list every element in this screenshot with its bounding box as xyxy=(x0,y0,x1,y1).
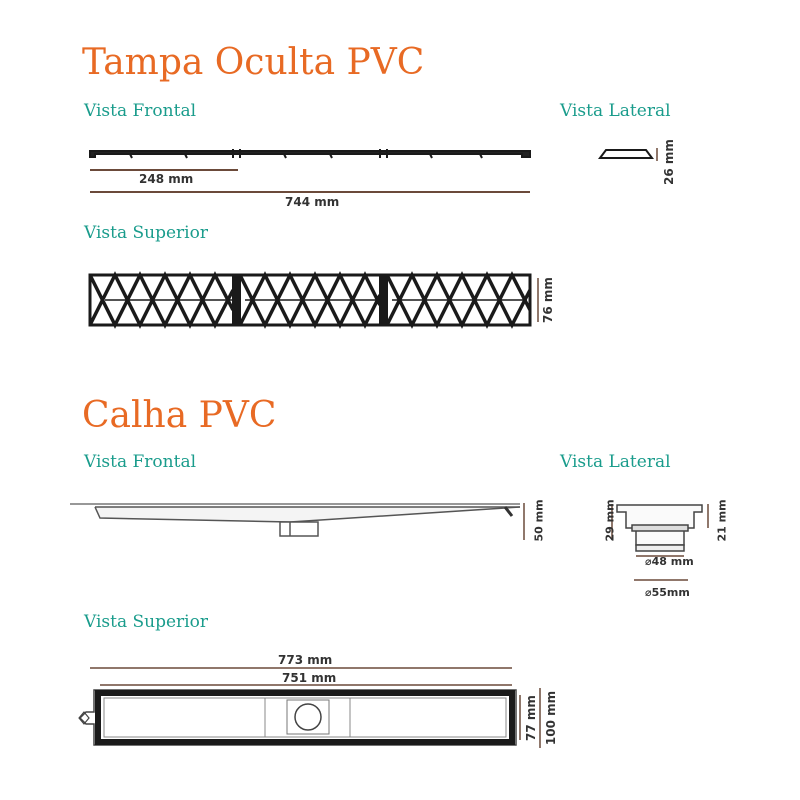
cover-side-drawing xyxy=(598,149,654,159)
channel-dim-outer-length: 773 mm xyxy=(278,653,333,667)
channel-top-dimensions-vertical xyxy=(519,688,541,748)
channel-top-drawing xyxy=(78,689,517,746)
channel-top-view-label: Vista Superior xyxy=(84,612,208,632)
channel-front-view-label: Vista Frontal xyxy=(84,452,197,472)
channel-dim-outlet-outer: ⌀55mm xyxy=(645,586,690,599)
cover-top-view-label: Vista Superior xyxy=(84,223,208,243)
cover-dim-module-length: 248 mm xyxy=(139,172,194,186)
channel-dim-side-left: 29 mm xyxy=(603,499,617,542)
channel-dim-side-right: 21 mm xyxy=(715,499,729,542)
channel-side-view-label: Vista Lateral xyxy=(560,452,671,472)
channel-front-drawing xyxy=(70,503,521,537)
channel-dim-front-height: 50 mm xyxy=(532,499,546,542)
cover-dim-width: 76 mm xyxy=(540,277,555,323)
cover-side-view-label: Vista Lateral xyxy=(560,101,671,121)
channel-dim-outer-width: 100 mm xyxy=(544,690,559,746)
channel-side-dimensions xyxy=(611,504,709,581)
cover-top-drawing xyxy=(88,271,532,329)
cover-dim-side-height: 26 mm xyxy=(661,139,676,185)
cover-front-view-label: Vista Frontal xyxy=(84,101,197,121)
channel-title: Calha PVC xyxy=(82,395,277,436)
cover-front-dimensions xyxy=(90,169,530,193)
channel-dim-outlet-inner: ⌀48 mm xyxy=(645,555,694,568)
channel-top-dimensions-horizontal xyxy=(90,667,512,686)
channel-dim-inner-width: 77 mm xyxy=(523,695,538,741)
cover-front-drawing xyxy=(89,149,531,159)
channel-side-drawing xyxy=(616,504,703,552)
channel-dim-inner-length: 751 mm xyxy=(282,671,337,685)
cover-title: Tampa Oculta PVC xyxy=(82,42,425,83)
cover-dim-total-length: 744 mm xyxy=(285,195,340,209)
